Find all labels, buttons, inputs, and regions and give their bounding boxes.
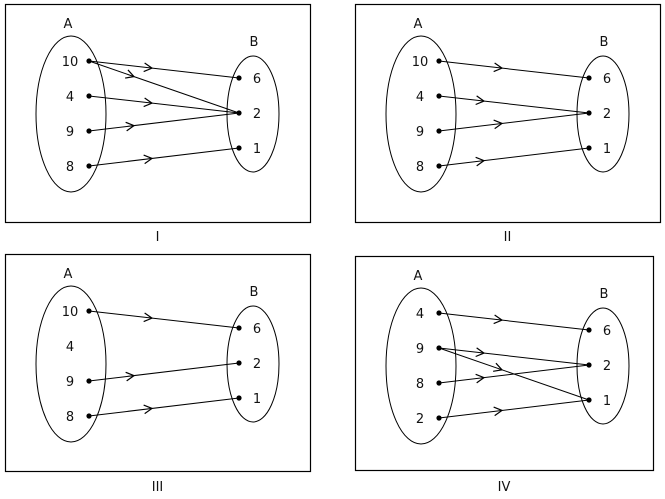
set-b-element: 6: [253, 322, 261, 337]
mapping-panel-I: I A B 10 4 9 8 6 2 1: [4, 3, 312, 245]
set-b-element: 2: [253, 357, 261, 372]
mapping-arrow-line: [438, 312, 590, 331]
set-b-label: B: [600, 35, 609, 50]
set-a-ellipse: [35, 285, 107, 443]
set-a-element: 8: [416, 160, 424, 175]
panel-frame: [354, 3, 662, 224]
mapping-arrowhead-icon: [143, 312, 154, 323]
mapping-arrowhead-icon: [125, 121, 136, 132]
set-a-label: A: [414, 17, 423, 32]
mapping-arrow-line: [88, 112, 240, 132]
set-b-element: 2: [603, 107, 611, 122]
mapping-arrow-line: [438, 364, 590, 384]
mapping-arrowhead-icon: [143, 62, 154, 73]
set-b-label: B: [250, 35, 259, 50]
set-a-element: 4: [66, 340, 74, 355]
set-b-element: 1: [603, 142, 611, 157]
mapping-arrow-line: [438, 399, 590, 419]
set-b-element: 6: [603, 324, 611, 339]
set-a-element: 9: [416, 125, 424, 140]
set-a-ellipse: [385, 35, 457, 193]
mapping-arrow-line: [438, 95, 590, 114]
mapping-arrowhead-icon: [493, 62, 504, 73]
set-a-element: 10: [412, 55, 429, 70]
mapping-arrow-line: [438, 347, 590, 366]
mapping-arrow-line: [88, 310, 240, 329]
set-a-element: 8: [416, 377, 424, 392]
mapping-arrow-line: [88, 95, 240, 114]
mapping-arrowhead-icon: [143, 404, 154, 415]
set-b-element: 6: [603, 72, 611, 87]
mapping-arrowhead-icon: [475, 95, 486, 106]
set-a-element: 9: [66, 375, 74, 390]
mapping-arrowhead-icon: [143, 154, 154, 165]
mapping-arrowhead-icon: [493, 362, 504, 372]
set-a-ellipse: [35, 35, 107, 193]
set-a-element: 4: [416, 307, 424, 322]
mapping-arrow-line: [88, 397, 240, 417]
mapping-arrowhead-icon: [493, 314, 504, 325]
mapping-arrowhead-icon: [475, 373, 486, 384]
mapping-arrowhead-icon: [125, 371, 136, 382]
set-a-label: A: [64, 17, 73, 32]
set-b-element: 1: [253, 142, 261, 157]
set-b-label: B: [600, 287, 609, 302]
mapping-panel-II: II A B 10 4 9 8 6 2 1: [354, 3, 662, 245]
mapping-arrow-line: [438, 60, 590, 79]
set-a-element: 9: [416, 342, 424, 357]
mapping-arrow-line: [88, 362, 240, 382]
mapping-arrowhead-icon: [125, 69, 136, 79]
set-a-label: A: [64, 267, 73, 282]
set-a-element: 4: [66, 90, 74, 105]
panel-frame: [4, 3, 312, 224]
set-a-element: 4: [416, 90, 424, 105]
set-b-element: 1: [603, 394, 611, 409]
panel-caption: IV: [498, 480, 511, 495]
set-b-label: B: [250, 285, 259, 300]
mapping-arrow-line: [438, 112, 590, 132]
panel-caption: I: [156, 230, 160, 245]
mapping-arrow-line: [88, 147, 240, 167]
mapping-arrow-line: [88, 60, 240, 114]
mapping-arrowhead-icon: [143, 97, 154, 108]
set-a-element: 8: [66, 410, 74, 425]
panel-caption: II: [504, 230, 512, 245]
set-b-element: 6: [253, 72, 261, 87]
set-a-label: A: [414, 269, 423, 284]
set-a-ellipse: [385, 287, 457, 445]
set-a-element: 10: [62, 305, 79, 320]
set-a-element: 8: [66, 160, 74, 175]
set-a-element: 2: [416, 412, 424, 427]
mapping-arrowhead-icon: [475, 156, 486, 167]
panel-frame: [354, 255, 655, 472]
set-a-element: 10: [62, 55, 79, 70]
panel-frame: [4, 253, 312, 473]
set-a-element: 9: [66, 125, 74, 140]
mapping-arrowhead-icon: [493, 119, 504, 130]
mapping-arrow-line: [438, 147, 590, 167]
mapping-panel-IV: IV A B 4 9 8 2 6 2 1: [354, 255, 655, 495]
mapping-arrow-line: [88, 60, 240, 79]
set-b-element: 2: [603, 359, 611, 374]
set-b-element: 1: [253, 392, 261, 407]
mapping-arrowhead-icon: [493, 406, 504, 417]
mapping-arrowhead-icon: [475, 347, 486, 358]
set-b-element: 2: [253, 107, 261, 122]
panel-caption: III: [152, 480, 164, 495]
mapping-panel-III: III A B 10 4 9 8 6 2 1: [4, 253, 312, 495]
